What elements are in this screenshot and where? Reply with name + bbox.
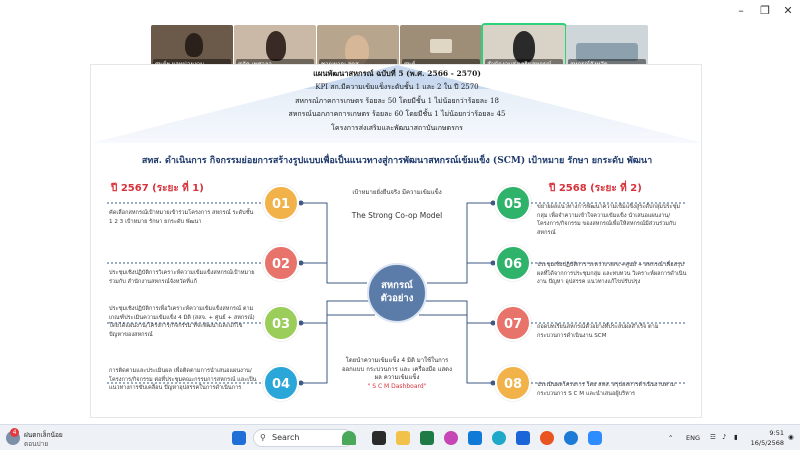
- slide-header: แผนพัฒนาสหกรณ์ ฉบับที่ 5 (พ.ศ. 2566 - 25…: [91, 65, 703, 155]
- notification-bell-icon[interactable]: ◉: [788, 433, 794, 441]
- nonagri-target: สหกรณ์นอกภาคการเกษตร ร้อยละ 60 โดยมีชั้น…: [288, 110, 506, 118]
- step-number: 03: [271, 317, 291, 332]
- search-icon: ⚲: [260, 433, 266, 442]
- chrome-icon[interactable]: [564, 431, 578, 445]
- project-name: โครงการส่งเสริมและพัฒนาสถาบันเกษตรกร: [331, 124, 463, 132]
- kpi-line: KPI สก.มีความเข้มแข็งระดับชั้น 1 และ 2 ใ…: [315, 83, 479, 91]
- step-number: 08: [503, 377, 523, 392]
- step-04-circle: 04: [263, 365, 299, 401]
- minimize-icon[interactable]: –: [738, 4, 744, 17]
- step-03-text: ประชุมเชิงปฏิบัติการเพื่อวิเคราะห์ความเข…: [109, 306, 255, 338]
- wifi-icon[interactable]: ☲: [710, 433, 716, 441]
- step-number: 01: [271, 197, 291, 212]
- window-titlebar: – ❐ ✕: [0, 0, 800, 22]
- edge-icon[interactable]: [492, 431, 506, 445]
- weather-condition[interactable]: ฝนตกเล็กน้อย: [24, 431, 63, 439]
- step-02-circle: 02: [263, 245, 299, 281]
- step-08-text: ประเมินผลโครงการ โดย สทส. สรุปผลการดำเนิ…: [537, 382, 675, 397]
- notification-badge: 4: [10, 428, 19, 437]
- clock-time[interactable]: 9:51: [769, 429, 784, 437]
- shared-slide: แผนพัฒนาสหกรณ์ ฉบับที่ 5 (พ.ศ. 2566 - 25…: [90, 64, 703, 418]
- step-03-circle: 03: [263, 305, 299, 341]
- search-placeholder: Search: [272, 433, 300, 442]
- center-method-text: โดยนำความเข้มแข็ง 4 มิติ มาใช้ในการออกแบ…: [341, 357, 453, 391]
- windows-start-icon[interactable]: [232, 431, 246, 445]
- excel-icon[interactable]: [420, 431, 434, 445]
- step-number: 07: [503, 317, 523, 332]
- connector-lines: [107, 200, 687, 386]
- taskbar-search[interactable]: ⚲ Search: [253, 429, 353, 447]
- step-05-circle: 05: [495, 185, 531, 221]
- center-circle-line1: สหกรณ์: [381, 280, 413, 291]
- mail-icon[interactable]: [468, 431, 482, 445]
- zoom-icon[interactable]: [588, 431, 602, 445]
- agri-target: สหกรณ์ภาคการเกษตร ร้อยละ 50 โดยมีชั้น 1 …: [295, 97, 499, 105]
- center-coop-circle: สหกรณ์ ตัวอย่าง: [367, 263, 427, 323]
- file-explorer-icon[interactable]: [396, 431, 410, 445]
- step-number: 05: [503, 197, 523, 212]
- step-06-circle: 06: [495, 245, 531, 281]
- header-pyramid: [91, 65, 703, 143]
- weather-sub: ตอนบ่าย: [24, 440, 49, 448]
- step-07-circle: 07: [495, 305, 531, 341]
- firefox-icon[interactable]: [540, 431, 554, 445]
- center-model-name: The Strong Co-op Model: [351, 211, 443, 220]
- plan-title: แผนพัฒนาสหกรณ์ ฉบับที่ 5 (พ.ศ. 2566 - 25…: [313, 69, 481, 78]
- close-icon[interactable]: ✕: [783, 4, 793, 17]
- step-04-text: การติดตามและประเมินผล เพื่อติดตามการนำเส…: [109, 368, 257, 392]
- restore-icon[interactable]: ❐: [760, 4, 770, 17]
- step-number: 06: [503, 257, 523, 272]
- tray-chevron-icon[interactable]: ⌃: [668, 434, 674, 442]
- year-right-label: ปี 2568 (ระยะ ที่ 2): [549, 183, 642, 194]
- step-05-text: ขยายผลแนวทางการพัฒนาความเข้มแข็งสู่ระดับ…: [537, 204, 681, 236]
- step-08-circle: 08: [495, 365, 531, 401]
- meeting-view: ศูนย์ฯ ผลหน่วยงาน ศุภัค เพศาลา ชาญยาญ สต…: [0, 22, 800, 424]
- participant-tile[interactable]: ศูนย์: [400, 25, 482, 71]
- battery-icon[interactable]: ▮: [734, 433, 738, 441]
- step-01-text: คัดเลือกสหกรณ์เป้าหมายเข้าร่วมโครงการ สห…: [109, 210, 254, 225]
- widget-plant-icon[interactable]: [342, 431, 356, 445]
- year-left-label: ปี 2567 (ระยะ ที่ 1): [111, 183, 204, 194]
- activity-title: สทส. ดำเนินการ กิจกรรมย่อยการสร้างรูปแบบ…: [141, 156, 653, 166]
- center-method-desc: โดยนำความเข้มแข็ง 4 มิติ มาใช้ในการออกแบ…: [341, 357, 453, 382]
- copilot-icon[interactable]: [444, 431, 458, 445]
- task-view-icon[interactable]: [372, 431, 386, 445]
- dropbox-icon[interactable]: [516, 431, 530, 445]
- volume-icon[interactable]: ♪: [722, 433, 727, 441]
- step-number: 02: [271, 257, 291, 272]
- language-indicator[interactable]: ENG: [686, 434, 701, 442]
- center-circle-line2: ตัวอย่าง: [380, 293, 414, 304]
- clock-date[interactable]: 16/5/2568: [750, 439, 784, 447]
- step-number: 04: [271, 377, 291, 392]
- step-01-circle: 01: [263, 185, 299, 221]
- step-02-text: ประชุมเชิงปฏิบัติการวิเคราะห์ความเข้มแข็…: [109, 270, 255, 285]
- center-goal-label: เป้าหมายยั่งยืนจริง มีความเข้มแข็ง: [352, 189, 442, 196]
- step-06-text: ประชุมเชิงปฏิบัติการ ระหว่าง สสจ.+ศูนย์ …: [537, 262, 687, 286]
- step-07-text: ถอดบทเรียนสหกรณ์ตัวอย่างที่ประสบผลสำเร็จ…: [537, 324, 659, 339]
- dashboard-label: " S C M Dashboard": [367, 382, 427, 390]
- taskbar: 4 ฝนตกเล็กน้อย ตอนบ่าย ⚲ Search ⌃ ENG ☲ …: [0, 424, 800, 450]
